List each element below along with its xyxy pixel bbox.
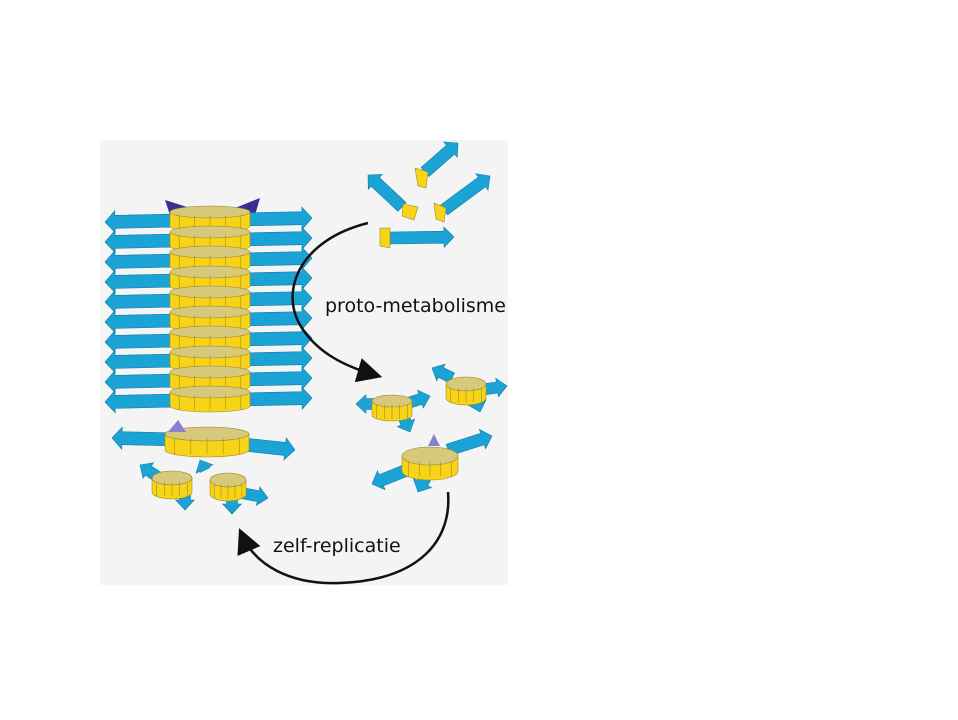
- cap-fragment: [168, 420, 186, 432]
- beta-strand: [195, 459, 214, 474]
- fiber-stack: [104, 198, 313, 461]
- peptide-head: [433, 202, 447, 223]
- peptide-head: [401, 203, 419, 221]
- self-replication-arrow: [237, 491, 450, 585]
- peptide-head: [414, 167, 429, 189]
- detached-rings: [139, 459, 269, 515]
- beta-strand: [445, 428, 493, 457]
- beta-strand: [221, 499, 243, 515]
- beta-strand: [367, 174, 407, 212]
- proto-metabolism-arrow: [291, 221, 383, 383]
- proto-metabolism-label: proto-metabolisme: [325, 295, 506, 317]
- beta-strand: [440, 173, 491, 216]
- self-replication-label: zelf-replicatie: [273, 535, 401, 557]
- beta-strand: [420, 141, 459, 177]
- beta-strand: [174, 494, 196, 511]
- formed-rings: [355, 363, 508, 493]
- beta-strand: [389, 226, 455, 249]
- cap-fragment: [428, 434, 440, 446]
- peptide-head: [379, 227, 391, 249]
- free-peptides: [367, 141, 491, 249]
